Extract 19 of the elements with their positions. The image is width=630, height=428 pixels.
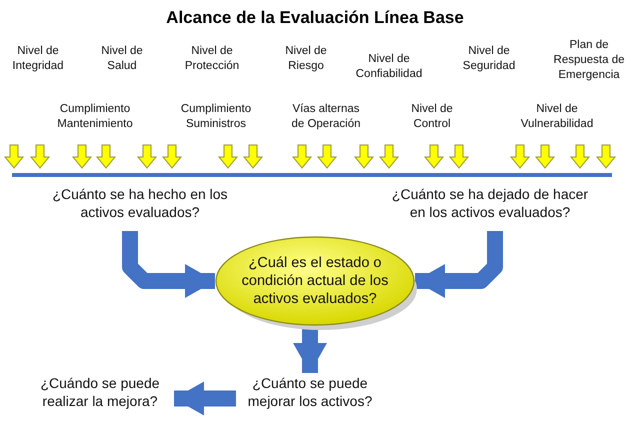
arrow (174, 382, 236, 416)
question-text: ¿Cuánto se puede mejorar los activos? (246, 375, 374, 410)
category-label: Nivel de Salud (100, 44, 144, 74)
question-text: ¿Cuándo se puede realizar la mejora? (39, 375, 161, 410)
category-label: Plan de Respuesta de Emergencia (552, 38, 626, 83)
category-label: Nivel de Riesgo (284, 44, 328, 74)
question-text: ¿Cuánto se ha dejado de hacer en los activos evaluados? (390, 186, 590, 221)
category-label: Cumplimiento Mantenimiento (56, 102, 134, 132)
diagram-title: Alcance de la Evaluación Línea Base (165, 8, 465, 28)
arrow (293, 328, 327, 373)
category-label: Cumplimiento Suministros (180, 102, 252, 132)
category-label: Nivel de Vulnerabilidad (520, 102, 594, 132)
category-label: Nivel de Seguridad (462, 44, 516, 74)
question-text: ¿Cuánto se ha hecho en los activos evaluados? (51, 186, 229, 221)
category-label: Vías alternas de Operación (290, 102, 362, 132)
category-label: Nivel de Integridad (11, 44, 65, 74)
category-label: Nivel de Protección (184, 44, 240, 74)
category-label: Nivel de Control (410, 102, 454, 132)
category-label: Nivel de Confiabilidad (354, 52, 424, 82)
